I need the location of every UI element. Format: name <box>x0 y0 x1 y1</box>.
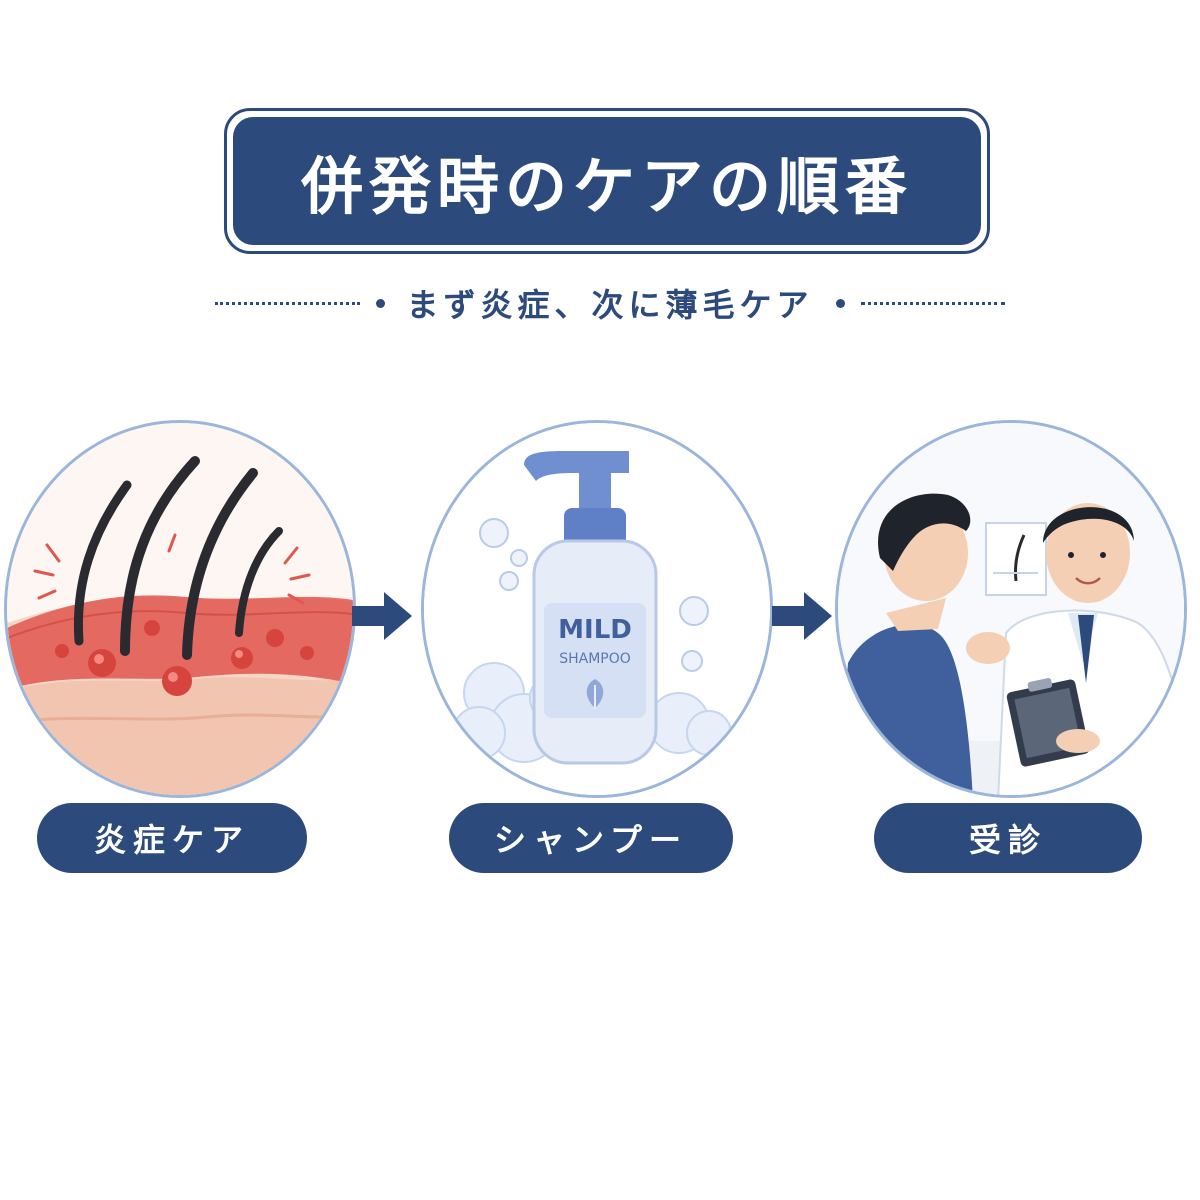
page-title: 併発時のケアの順番 <box>300 150 913 223</box>
subtitle-row: まず炎症、次に薄毛ケア <box>215 278 1006 328</box>
title-banner-fill: 併発時のケアの順番 <box>233 117 981 245</box>
step-2-label: シャンプー <box>449 803 733 873</box>
title-banner: 併発時のケアの順番 <box>224 108 990 254</box>
dotted-line-right <box>860 301 1006 305</box>
bullet-dot-right <box>835 298 845 308</box>
bottle-label-line2: SHAMPOO <box>559 651 631 667</box>
arrow-right-icon <box>352 592 412 640</box>
inflamed-scalp-icon <box>7 423 353 795</box>
step-1-label: 炎症ケア <box>37 803 307 873</box>
doctor-consultation-icon <box>838 423 1184 795</box>
shampoo-bottle-icon: MILD SHAMPOO <box>424 423 770 795</box>
subtitle: まず炎症、次に薄毛ケア <box>406 286 814 324</box>
step-3-illustration <box>835 420 1187 798</box>
arrow-right-icon <box>772 592 832 640</box>
bottle-label-line1: MILD <box>558 615 632 645</box>
dotted-line-left <box>215 301 360 305</box>
step-1-illustration <box>4 420 356 798</box>
bullet-dot-left <box>375 298 385 308</box>
step-3-label: 受診 <box>874 803 1142 873</box>
step-2-illustration: MILD SHAMPOO <box>421 420 773 798</box>
